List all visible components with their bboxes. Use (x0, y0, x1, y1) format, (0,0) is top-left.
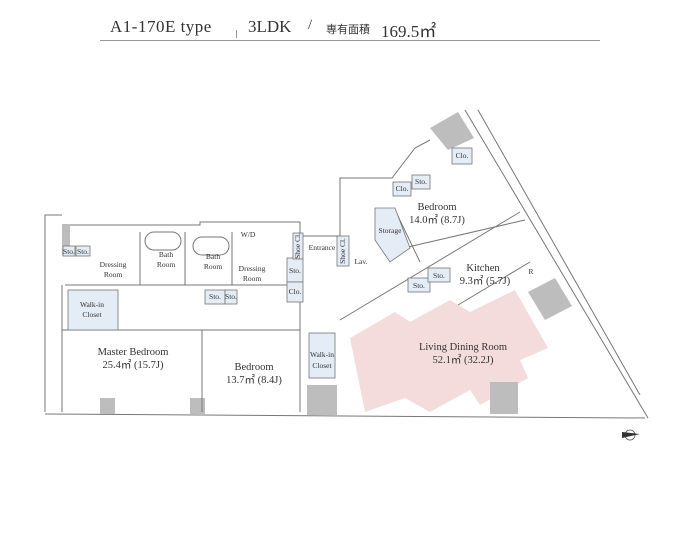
living-highlight (350, 290, 548, 412)
label: Entrance (309, 243, 336, 252)
label: Sto. (433, 271, 445, 280)
closets (62, 147, 473, 379)
label: Shoe Cl. (338, 238, 347, 264)
label: W/D (241, 230, 256, 239)
area-label: 専有面積 (326, 24, 370, 36)
area-value: 169.5㎡ (381, 22, 437, 41)
label: Walk-in (310, 350, 334, 359)
label: Dressing (239, 264, 266, 273)
label: Clo. (456, 151, 469, 160)
room-area: 9.3㎡ (5.7J) (460, 275, 511, 287)
divider (236, 30, 237, 38)
label: Clo. (289, 287, 302, 296)
label: Bath (206, 252, 220, 261)
room-name: Master Bedroom (98, 347, 169, 358)
room-name: Bedroom (234, 362, 273, 373)
label: Clo. (396, 184, 409, 193)
label: Dressing (100, 260, 127, 269)
label: Sto. (225, 292, 237, 301)
room-name: Living Dining Room (419, 342, 507, 353)
label: R (528, 267, 533, 276)
label: Room (104, 270, 123, 279)
label: Bath (159, 250, 173, 259)
label: Sto. (63, 247, 75, 256)
room-area: 25.4㎡ (15.7J) (103, 359, 164, 371)
label: Sto. (289, 266, 301, 275)
label: Closet (312, 361, 332, 370)
label: Sto. (415, 177, 427, 186)
label: Room (243, 274, 262, 283)
label: Sto. (413, 281, 425, 290)
separator-slash: / (308, 17, 313, 33)
label: Walk-in (80, 300, 104, 309)
room-area: 14.0㎡ (8.7J) (409, 214, 465, 226)
room-area: 52.1㎡ (32.2J) (433, 354, 494, 366)
plan-header: A1-170E type 3LDK / 専有面積 169.5㎡ (100, 14, 600, 41)
label: Room (204, 262, 223, 271)
label: Shoe Cl. (293, 233, 302, 259)
bathtub (144, 231, 182, 251)
room-area: 13.7㎡ (8.4J) (226, 374, 282, 386)
unit-type: A1-170E type (110, 17, 212, 36)
label: Sto. (77, 247, 89, 256)
label: Room (157, 260, 176, 269)
room-name: Bedroom (417, 202, 456, 213)
label: Closet (82, 310, 102, 319)
walls (44, 109, 649, 419)
unit-layout: 3LDK (248, 17, 292, 36)
label: Lav. (354, 257, 367, 266)
room-name: Kitchen (466, 263, 500, 274)
label: Sto. (209, 292, 221, 301)
label: Storage (379, 226, 403, 235)
bathtub (192, 236, 230, 256)
north-arrow-icon (622, 429, 640, 441)
